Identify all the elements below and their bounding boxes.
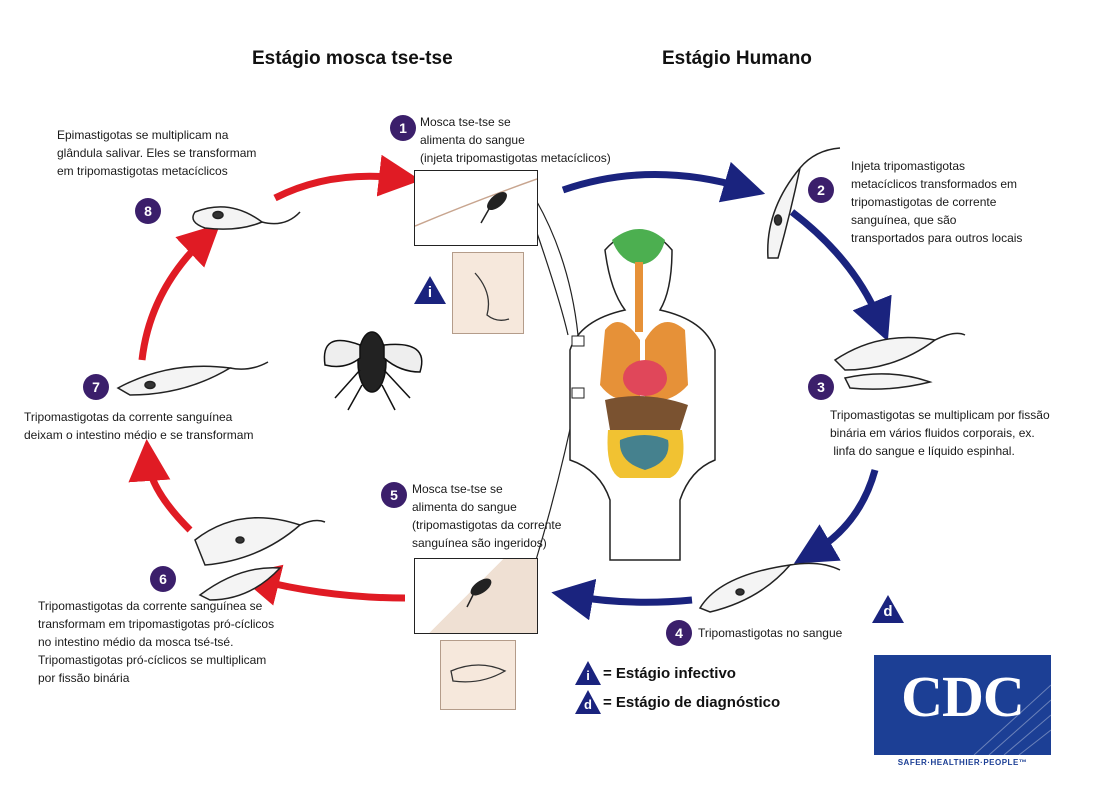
legend-diagnostic-label: = Estágio de diagnóstico [603, 694, 780, 711]
cdc-logo: CDC [874, 655, 1051, 755]
step-badge-6: 6 [150, 566, 176, 592]
step-badge-5: 5 [381, 482, 407, 508]
bite-box-step-5 [414, 558, 538, 634]
legend-diagnostic-letter: d [575, 697, 601, 712]
step-badge-7: 7 [83, 374, 109, 400]
cdc-tagline: SAFER·HEALTHIER·PEOPLE™ [874, 758, 1051, 767]
arrow-5-to-6 [258, 580, 405, 598]
arrow-7-to-8 [142, 238, 205, 360]
step-badge-3: 3 [808, 374, 834, 400]
fly-bite-icon [415, 171, 537, 245]
parasite-stage-7 [118, 362, 268, 395]
step-8-text: Epimastigotas se multiplicam na glândula… [57, 126, 256, 180]
step-1-text: Mosca tse-tse se alimenta do sangue (inj… [420, 113, 611, 167]
arrow-3-to-4 [812, 470, 875, 553]
legend-infective-letter: i [575, 668, 601, 683]
inset-bloodstream-trypomastigote [440, 640, 516, 710]
step-7-text: Tripomastigotas da corrente sanguínea de… [24, 408, 253, 444]
legend-infective-icon: i [575, 661, 601, 685]
infective-stage-marker: i [414, 276, 446, 304]
parasite-stage-8 [193, 207, 300, 229]
human-body-drawing [570, 229, 715, 560]
bite-box-step-1 [414, 170, 538, 246]
parasite-inset-icon [453, 253, 523, 333]
arrow-6-to-7 [148, 460, 190, 530]
step-4-text: Tripomastigotas no sangue [698, 624, 842, 642]
arrow-1-to-2 [563, 174, 745, 190]
arrow-8-to-1 [275, 176, 400, 198]
fly-feed-icon [415, 559, 537, 633]
step-6-text: Tripomastigotas da corrente sanguínea se… [38, 597, 274, 687]
step-badge-8: 8 [135, 198, 161, 224]
step-badge-4: 4 [666, 620, 692, 646]
step-badge-2: 2 [808, 177, 834, 203]
cdc-logo-word: CDC [874, 663, 1051, 730]
parasite-stage-3 [835, 333, 965, 389]
step-5-text: Mosca tse-tse se alimenta do sangue (tri… [412, 480, 561, 552]
infective-marker-letter: i [414, 284, 446, 301]
inset-metacyclic-trypomastigote [452, 252, 524, 334]
diagnostic-stage-marker: d [872, 595, 904, 623]
legend-infective-label: = Estágio infectivo [603, 665, 736, 682]
step-2-text: Injeta tripomastigotas metacíclicos tran… [851, 157, 1022, 247]
tsetse-fly-drawing [324, 332, 421, 410]
diagnostic-marker-letter: d [872, 603, 904, 620]
parasite-inset-icon-2 [441, 641, 515, 709]
legend-diagnostic-icon: d [575, 690, 601, 714]
parasite-stage-4 [700, 563, 840, 612]
arrow-4-to-5 [572, 596, 692, 602]
step-3-text: Tripomastigotas se multiplicam por fissã… [830, 406, 1050, 460]
step-badge-1: 1 [390, 115, 416, 141]
